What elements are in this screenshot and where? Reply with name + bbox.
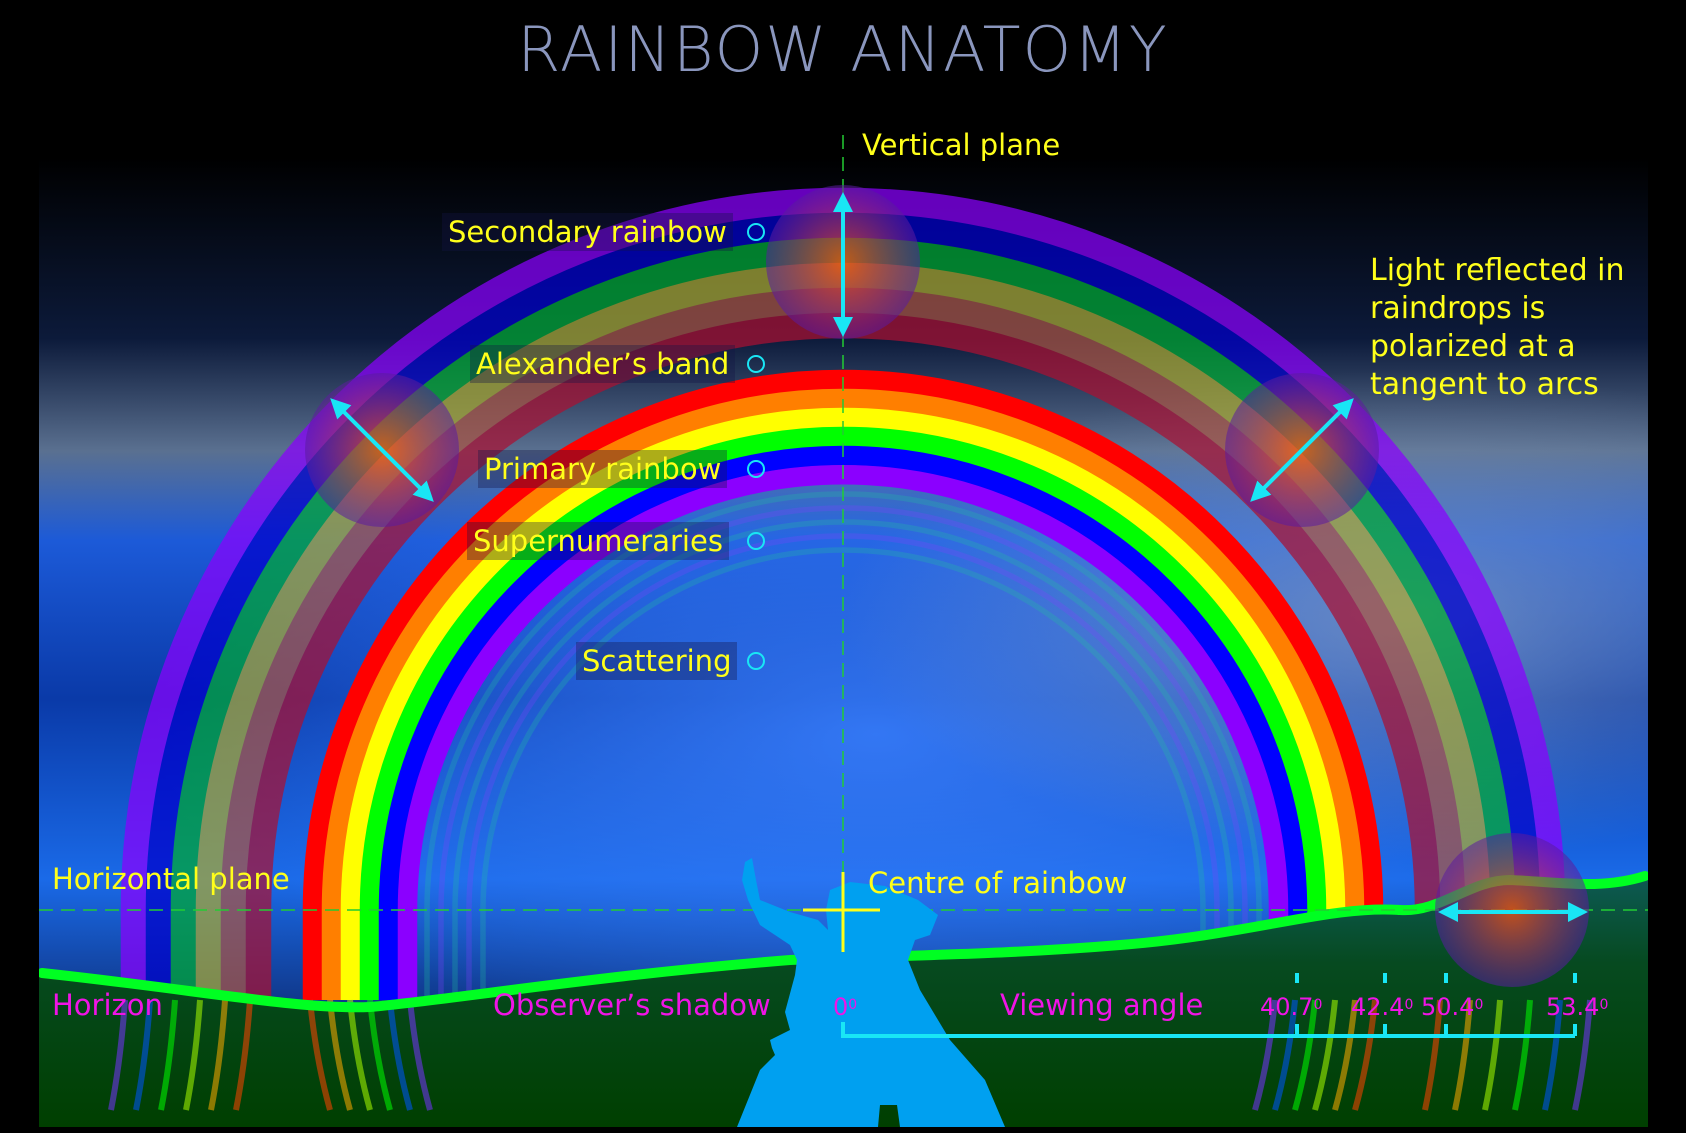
label-vertical-plane: Vertical plane bbox=[862, 128, 1061, 162]
polarization-note-line: Light reflected in bbox=[1370, 253, 1625, 288]
supernumeraries-marker-icon bbox=[747, 532, 765, 550]
reflection-streak bbox=[1252, 999, 1278, 1111]
reflection-streak bbox=[1542, 999, 1563, 1111]
reflection-streak bbox=[1572, 999, 1593, 1111]
reflection-streak bbox=[1422, 999, 1443, 1111]
angle-label-50-4: 50.40 bbox=[1421, 993, 1484, 1021]
reflection-streak bbox=[133, 999, 153, 1111]
alexanders-band-marker-icon bbox=[747, 355, 765, 373]
label-scattering: Scattering bbox=[576, 642, 738, 680]
page-title: RAINBOW ANATOMY bbox=[517, 13, 1169, 86]
label-primary-rainbow: Primary rainbow bbox=[478, 450, 728, 488]
reflection-streak bbox=[108, 999, 128, 1111]
rainbow-band bbox=[359, 426, 1327, 1000]
reflection-streak bbox=[367, 999, 393, 1111]
reflection-streak bbox=[1332, 999, 1358, 1111]
polarization-note: Light reflected in raindrops is polarize… bbox=[1370, 252, 1625, 404]
reflection-streak bbox=[1312, 999, 1338, 1111]
label-centre-of-rainbow: Centre of rainbow bbox=[868, 866, 1128, 900]
angle-label-0: 00 bbox=[833, 993, 858, 1021]
reflection-streak bbox=[307, 999, 333, 1111]
polarization-note-line: polarized at a bbox=[1370, 329, 1576, 364]
primary-rainbow-marker-icon bbox=[747, 460, 765, 478]
rainbow-band bbox=[480, 547, 1206, 1000]
polarization-drop-top bbox=[766, 185, 920, 339]
angle-label-40-7: 40.70 bbox=[1260, 993, 1323, 1021]
polarization-drop-left bbox=[305, 373, 459, 527]
observer-shadow bbox=[737, 858, 1005, 1127]
label-viewing-angle: Viewing angle bbox=[1000, 988, 1204, 1022]
label-observers-shadow: Observer’s shadow bbox=[493, 988, 771, 1022]
secondary-rainbow-marker-icon bbox=[747, 223, 765, 241]
reflection-streak bbox=[1272, 999, 1298, 1111]
polarization-drop-right bbox=[1225, 373, 1379, 527]
polarization-note-line: raindrops is bbox=[1370, 291, 1546, 326]
label-secondary-rainbow: Secondary rainbow bbox=[442, 213, 733, 251]
reflection-streak bbox=[1512, 999, 1533, 1111]
polarization-drop-bottom-right bbox=[1435, 833, 1589, 987]
polarization-note-line: tangent to arcs bbox=[1370, 367, 1599, 402]
rainbow-band bbox=[438, 505, 1248, 1000]
rainbow-band bbox=[340, 407, 1346, 1000]
reflection-streak bbox=[1482, 999, 1503, 1111]
rainbow-band bbox=[321, 388, 1365, 1000]
reflection-streak bbox=[1292, 999, 1318, 1111]
viewing-angle-ruler bbox=[841, 973, 1577, 1038]
rainbow-reflections bbox=[108, 999, 1593, 1111]
angle-label-53-4: 53.40 bbox=[1546, 993, 1609, 1021]
reflection-streak bbox=[387, 999, 413, 1111]
reflection-streak bbox=[233, 999, 253, 1111]
reflection-streak bbox=[1352, 999, 1378, 1111]
scattering-marker-icon bbox=[747, 652, 765, 670]
angle-label-42-4: 42.40 bbox=[1351, 993, 1414, 1021]
reflection-streak bbox=[208, 999, 228, 1111]
reflection-streak bbox=[327, 999, 353, 1111]
reflection-streak bbox=[347, 999, 373, 1111]
reflection-streak bbox=[183, 999, 203, 1111]
reflection-streak bbox=[407, 999, 433, 1111]
reflection-streak bbox=[1452, 999, 1473, 1111]
label-supernumeraries: Supernumeraries bbox=[467, 522, 729, 560]
reflection-streak bbox=[158, 999, 178, 1111]
label-horizontal-plane: Horizontal plane bbox=[52, 862, 290, 896]
label-alexanders-band: Alexander’s band bbox=[470, 345, 736, 383]
label-horizon: Horizon bbox=[52, 988, 163, 1022]
